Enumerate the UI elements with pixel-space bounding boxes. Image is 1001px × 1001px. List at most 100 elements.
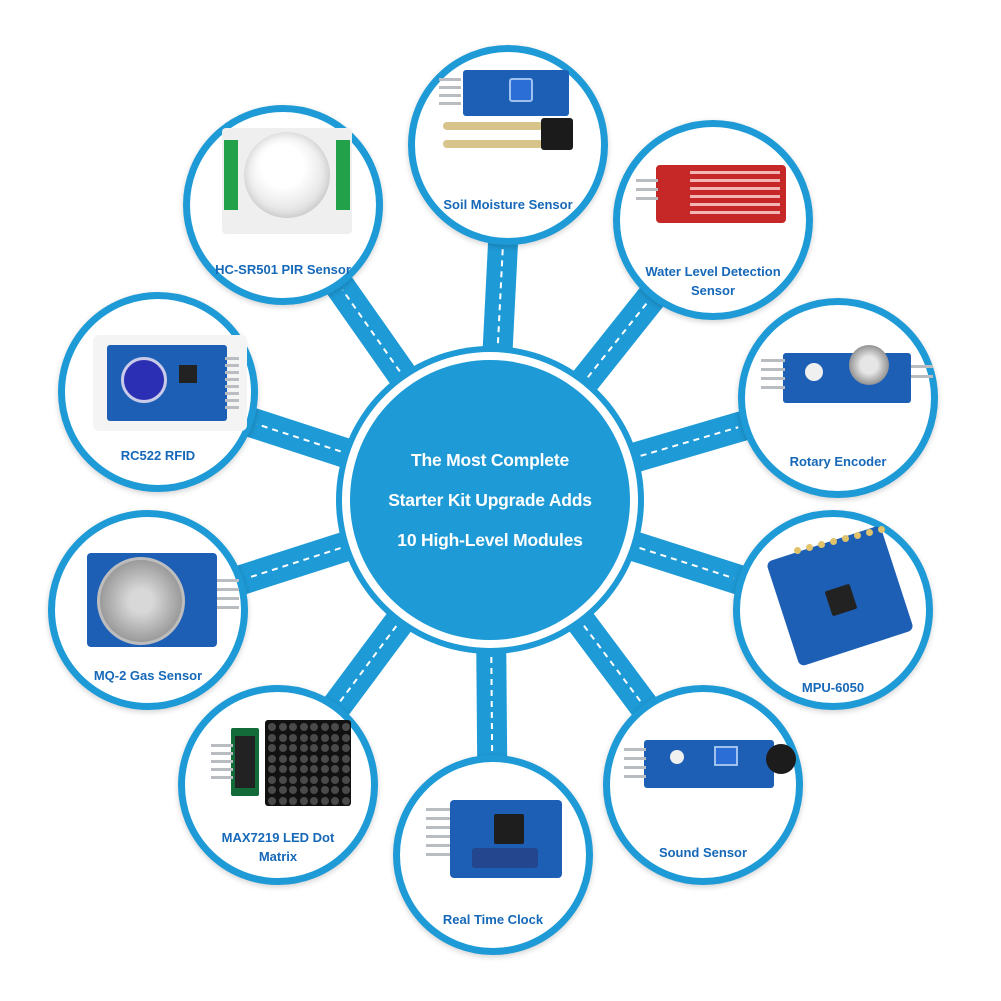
led-dot xyxy=(320,744,329,752)
sense-trace xyxy=(690,203,780,206)
led-dot xyxy=(289,786,297,794)
led-dot xyxy=(341,723,350,731)
header-pin xyxy=(225,399,239,402)
pcb-board xyxy=(644,740,774,788)
header-pin xyxy=(217,579,239,582)
header-pin xyxy=(624,757,646,760)
led-dot xyxy=(278,744,287,752)
led-dot xyxy=(310,786,318,794)
module-node-water-level: Water Level Detection Sensor xyxy=(613,120,813,320)
header-pin xyxy=(636,188,658,191)
led-dot xyxy=(331,775,339,784)
led-dot xyxy=(341,786,350,794)
led-dot xyxy=(289,765,297,773)
encoder-knob xyxy=(849,345,889,385)
led-dot xyxy=(268,754,276,763)
led-dot xyxy=(299,754,308,763)
potentiometer xyxy=(714,746,738,766)
module-node-gas-sensor: MQ-2 Gas Sensor xyxy=(48,510,248,710)
led-dot xyxy=(331,786,339,794)
pcb-board xyxy=(783,353,911,403)
mpu6050-module-icon xyxy=(740,517,926,703)
header-pin xyxy=(761,386,785,389)
header-pin xyxy=(439,102,461,105)
hub-line-1: The Most Complete xyxy=(411,450,569,470)
header-pin xyxy=(426,853,450,856)
led-dot xyxy=(299,744,308,752)
pad xyxy=(794,547,801,554)
led-dot xyxy=(278,796,287,805)
sense-trace xyxy=(690,211,780,214)
probe-prong xyxy=(443,122,543,130)
led-dot xyxy=(278,733,287,742)
header-pin xyxy=(211,776,233,779)
pad xyxy=(854,532,861,539)
pad xyxy=(866,529,873,536)
header-pin xyxy=(636,179,658,182)
gas-sensor-can xyxy=(97,557,185,645)
led-dot xyxy=(310,744,318,752)
led-dot xyxy=(289,796,297,805)
sense-trace xyxy=(690,179,780,182)
fresnel-lens xyxy=(244,132,330,218)
header-pin xyxy=(225,364,239,367)
header-pin xyxy=(426,835,450,838)
header-pin xyxy=(426,826,450,829)
led-dot xyxy=(331,723,339,731)
header-pin xyxy=(211,760,233,763)
header-pin xyxy=(911,365,933,368)
led-dot xyxy=(310,723,318,731)
sense-trace xyxy=(690,171,780,174)
led-dot xyxy=(310,733,318,742)
water-level-module-icon xyxy=(620,127,806,313)
module-label: HC-SR501 PIR Sensor xyxy=(215,262,351,277)
header-pin xyxy=(426,844,450,847)
led-dot xyxy=(268,786,276,794)
module-node-led-matrix: MAX7219 LED Dot Matrix xyxy=(178,685,378,885)
led-dot xyxy=(299,796,308,805)
module-label: RC522 RFID xyxy=(120,448,196,463)
led-dot xyxy=(320,775,329,784)
module-node-real-time-clock: Real Time Clock xyxy=(393,755,593,955)
header-pin xyxy=(624,766,646,769)
potentiometer xyxy=(509,78,533,102)
sense-trace xyxy=(690,187,780,190)
led-dot xyxy=(278,775,287,784)
pcb-edge xyxy=(224,140,238,210)
led-dot xyxy=(268,765,276,773)
module-label: MAX7219 LED Dot Matrix xyxy=(221,830,335,864)
header-pin xyxy=(761,377,785,380)
led-dot xyxy=(320,733,329,742)
pad xyxy=(806,544,813,551)
led-dot xyxy=(341,796,350,805)
led-dot xyxy=(320,754,329,763)
module-node-rfid: RC522 RFID xyxy=(58,292,258,492)
module-node-rotary-encoder: Rotary Encoder xyxy=(738,298,938,498)
center-hub: The Most Complete Starter Kit Upgrade Ad… xyxy=(350,360,630,640)
led-dot xyxy=(310,765,318,773)
header-pin xyxy=(217,606,239,609)
module-label: MQ-2 Gas Sensor xyxy=(93,668,203,683)
rfid-chip xyxy=(179,365,197,383)
header-pin xyxy=(211,744,233,747)
led-dot xyxy=(289,723,297,731)
led-dot xyxy=(278,723,287,731)
module-node-pir-sensor: HC-SR501 PIR Sensor xyxy=(183,105,383,305)
led-dot xyxy=(299,786,308,794)
hub-line-2: Starter Kit Upgrade Adds xyxy=(388,490,592,510)
pad xyxy=(878,526,885,533)
module-label: Water Level Detection Sensor xyxy=(645,264,781,298)
header-pin xyxy=(225,378,239,381)
led-dot xyxy=(320,723,329,731)
led-dot xyxy=(310,775,318,784)
header-pin xyxy=(636,197,658,200)
led-dot xyxy=(341,775,350,784)
hub-line-3: 10 High-Level Modules xyxy=(397,530,583,550)
header-pin xyxy=(217,588,239,591)
led xyxy=(805,363,823,381)
led-dot xyxy=(331,796,339,805)
led xyxy=(670,750,684,764)
module-node-mpu6050: MPU-6050 xyxy=(733,510,933,710)
led-dot xyxy=(341,765,350,773)
